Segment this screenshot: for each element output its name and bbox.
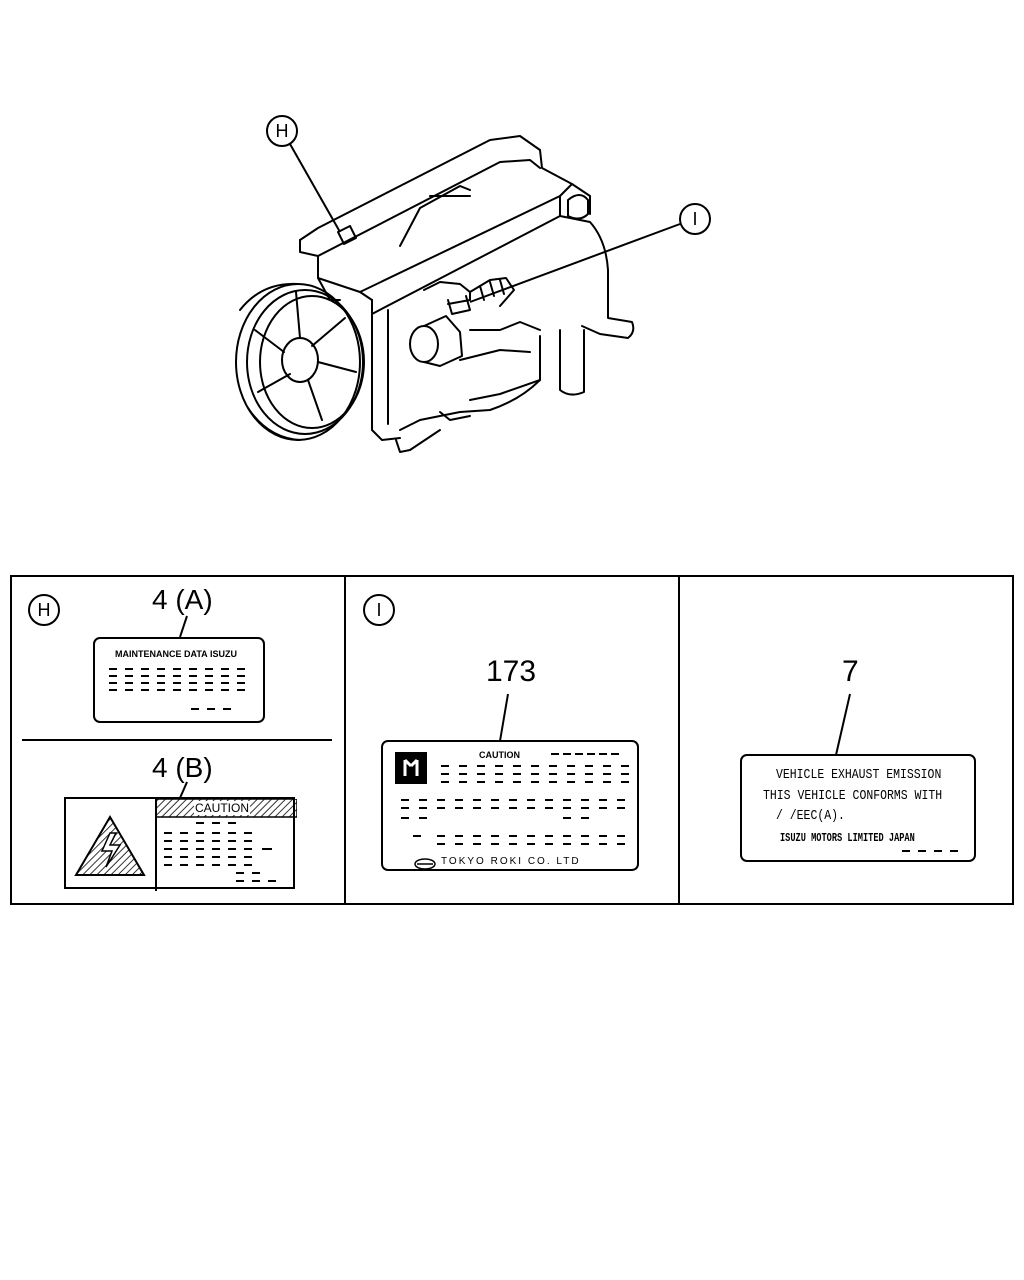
panel-h-divider	[22, 739, 332, 741]
leader-line-i	[469, 223, 681, 303]
callout-h-circle: H	[266, 115, 298, 147]
label-maintenance-data: MAINTENANCE DATA ISUZU	[93, 637, 265, 723]
label-exhaust-emission: VEHICLE EXHAUST EMISSION THIS VEHICLE CO…	[740, 754, 976, 862]
engine-block	[371, 215, 635, 453]
label-caution-electric: CAUTION	[64, 797, 297, 891]
part-number-4a: 4 (A)	[152, 584, 213, 615]
callout-h-letter: H	[275, 121, 289, 141]
panel-i-letter: I	[376, 600, 382, 620]
emission-line3: / /EEC(A).	[776, 808, 845, 824]
part-number-7: 7	[842, 655, 859, 688]
part-number-4b: 4 (B)	[152, 752, 213, 783]
engine-head	[299, 135, 591, 315]
label-7-text-placeholder	[902, 850, 958, 852]
label-a-text-placeholder	[108, 668, 246, 710]
callout-i-circle: I	[679, 203, 711, 235]
label-b-title: CAUTION	[194, 801, 250, 815]
label-i-text-placeholder	[400, 753, 630, 870]
tokyo-roki-logo-icon	[414, 858, 436, 870]
label-panels-frame	[10, 575, 1014, 905]
label-i-maker: TOKYO ROKI CO. LTD	[441, 856, 581, 867]
panel-divider-1	[344, 575, 346, 905]
emission-line1: VEHICLE EXHAUST EMISSION	[776, 767, 942, 783]
high-voltage-icon	[74, 815, 146, 876]
panel-h-letter: H	[37, 600, 51, 620]
panel-h-letter-circle: H	[28, 594, 60, 626]
panel-divider-2	[678, 575, 680, 905]
label-a-brand: ISUZU	[210, 649, 237, 659]
part-number-173: 173	[486, 655, 537, 688]
isuzu-logo-icon	[395, 752, 427, 784]
leader-line-h	[289, 143, 341, 233]
fan-pulley	[235, 282, 365, 441]
label-a-title: MAINTENANCE DATA	[115, 649, 208, 659]
label-tokyo-roki-caution: CAUTION TOKYO ROKI CO. LTD	[381, 740, 639, 871]
emission-line2: THIS VEHICLE CONFORMS WITH	[763, 788, 943, 804]
engine-pump	[409, 277, 541, 367]
emission-line4: ISUZU MOTORS LIMITED JAPAN	[780, 831, 915, 845]
callout-i-letter: I	[692, 209, 698, 229]
label-i-title: CAUTION	[479, 750, 520, 760]
panel-i-letter-circle: I	[363, 594, 395, 626]
